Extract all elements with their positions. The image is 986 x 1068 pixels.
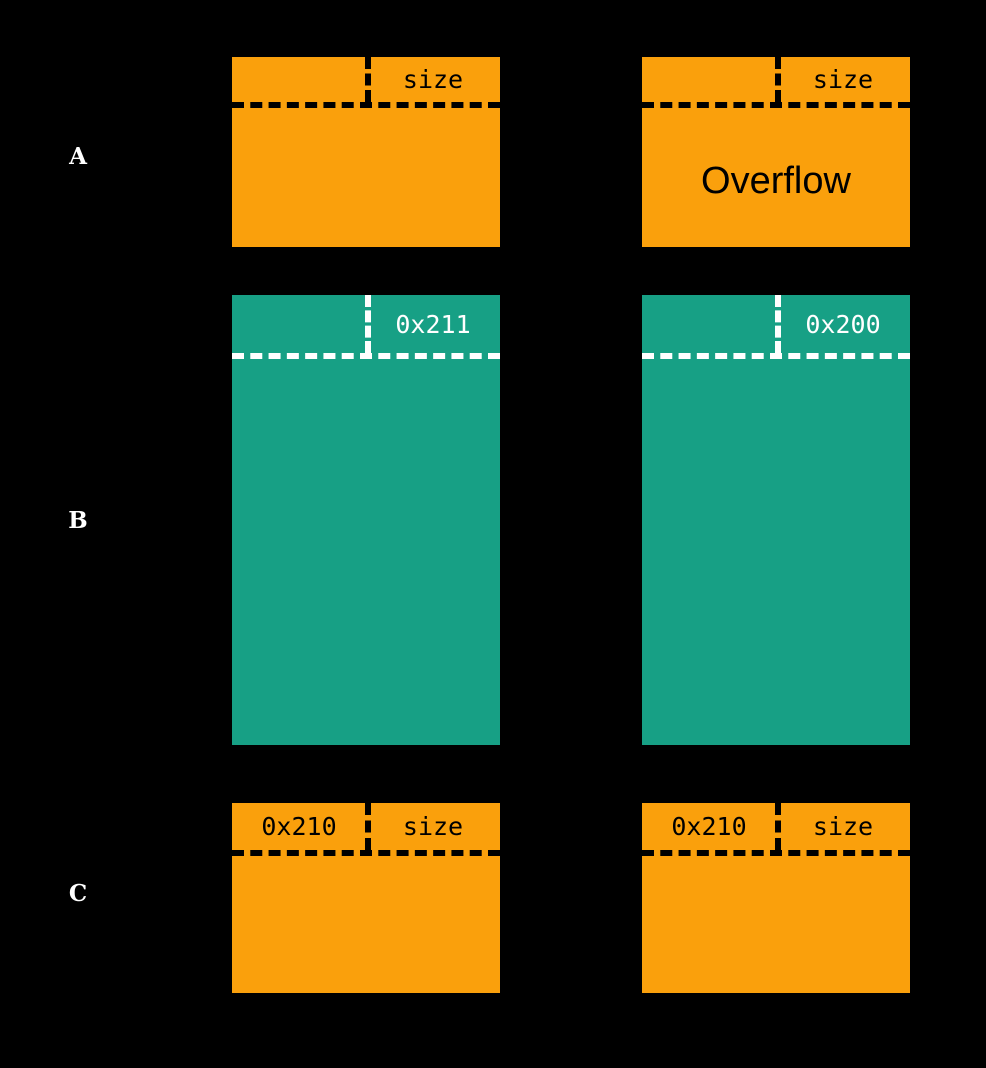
chunk-b-left-prevsize <box>232 295 366 353</box>
chunk-b-right-horizontal-divider <box>642 353 910 359</box>
row-label-a: A <box>69 143 87 170</box>
chunk-a-left-vertical-divider <box>365 57 371 102</box>
row-label-c: C <box>68 880 88 907</box>
chunk-c-right-horizontal-divider <box>642 850 910 856</box>
chunk-a-right-body: Overflow <box>701 160 851 202</box>
row-label-b: B <box>68 507 88 534</box>
chunk-c-left-horizontal-divider <box>232 850 500 856</box>
chunk-b-left-vertical-divider <box>365 295 371 353</box>
chunk-b-right-vertical-divider <box>775 295 781 353</box>
chunk-c-right-prevsize: 0x210 <box>671 812 747 841</box>
chunk-a-right: size Overflow <box>642 57 910 247</box>
chunk-b-right: 0x200 <box>642 295 910 745</box>
chunk-b-right-size: 0x200 <box>805 309 881 339</box>
chunk-c-right-vertical-divider <box>775 803 781 850</box>
chunk-c-left-prevsize: 0x210 <box>261 812 337 841</box>
chunk-a-right-header: size <box>642 57 910 102</box>
chunk-a-left-header: size <box>232 57 500 102</box>
chunk-a-right-size: size <box>812 65 874 94</box>
chunk-b-left-header: 0x211 <box>232 295 500 353</box>
chunk-a-right-vertical-divider <box>775 57 781 102</box>
chunk-c-right-header: 0x210 size <box>642 803 910 850</box>
chunk-a-left: size <box>232 57 500 247</box>
chunk-c-left-size: size <box>402 812 464 841</box>
chunk-c-right-size: size <box>812 812 874 841</box>
chunk-a-right-prevsize <box>642 57 776 102</box>
chunk-b-right-header: 0x200 <box>642 295 910 353</box>
chunk-c-right: 0x210 size <box>642 803 910 993</box>
chunk-b-right-prevsize <box>642 295 776 353</box>
chunk-a-left-size: size <box>402 65 464 94</box>
chunk-b-left-size: 0x211 <box>395 309 471 339</box>
chunk-c-left-header: 0x210 size <box>232 803 500 850</box>
chunk-b-left-horizontal-divider <box>232 353 500 359</box>
chunk-a-left-prevsize <box>232 57 366 102</box>
chunk-a-left-horizontal-divider <box>232 102 500 108</box>
chunk-b-left: 0x211 <box>232 295 500 745</box>
chunk-a-right-horizontal-divider <box>642 102 910 108</box>
chunk-c-left-vertical-divider <box>365 803 371 850</box>
chunk-c-left: 0x210 size <box>232 803 500 993</box>
